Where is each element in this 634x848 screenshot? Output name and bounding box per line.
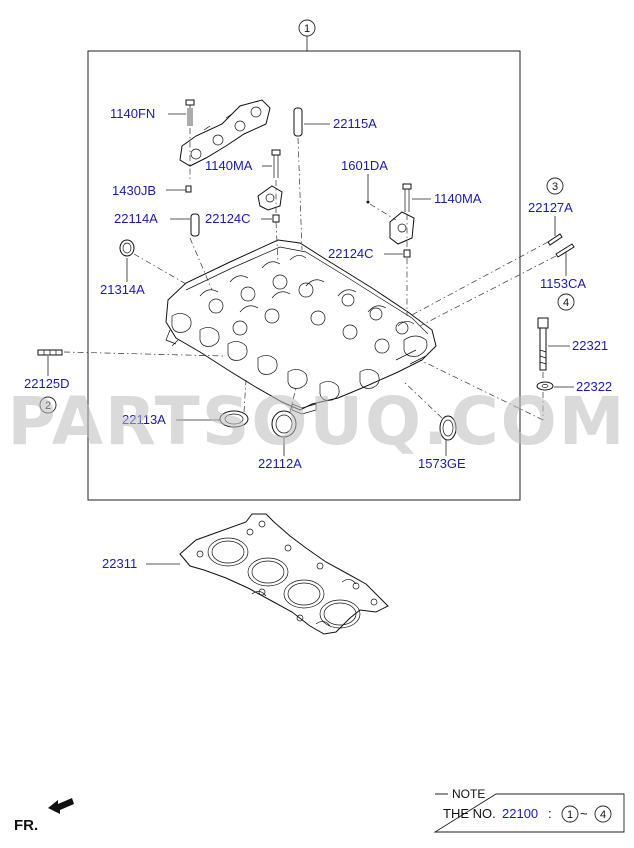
callout-2[interactable]: 2 bbox=[39, 396, 57, 414]
label-22311[interactable]: 22311 bbox=[102, 556, 137, 571]
cylinder-head[interactable] bbox=[165, 239, 437, 415]
seal-22113a[interactable] bbox=[219, 410, 249, 428]
note-title: NOTE bbox=[452, 787, 485, 801]
label-22112a[interactable]: 22112A bbox=[258, 456, 302, 471]
label-1140fn[interactable]: 1140FN bbox=[110, 106, 155, 121]
note-from: 1 bbox=[567, 809, 573, 821]
bolt-1140fn[interactable] bbox=[185, 99, 195, 126]
note-number: 22100 bbox=[502, 806, 538, 821]
pin-1153ca[interactable] bbox=[555, 243, 575, 258]
note-colon: : bbox=[548, 806, 552, 821]
label-1573ge[interactable]: 1573GE bbox=[418, 456, 466, 471]
head-gasket-22311[interactable] bbox=[179, 513, 389, 635]
cap-22124c-upper[interactable] bbox=[257, 185, 283, 211]
label-22125d[interactable]: 22125D bbox=[24, 376, 70, 391]
pin-22115a[interactable] bbox=[293, 107, 303, 137]
label-1140ma-right[interactable]: 1140MA bbox=[434, 191, 482, 206]
label-1140ma-center[interactable]: 1140MA bbox=[205, 158, 253, 173]
label-22321[interactable]: 22321 bbox=[572, 338, 608, 353]
note-callout-from bbox=[561, 805, 579, 823]
head-bolt-22321[interactable] bbox=[537, 317, 549, 371]
pin-22127a[interactable] bbox=[547, 233, 563, 246]
label-1601da[interactable]: 1601DA bbox=[341, 158, 388, 173]
note-callout-to bbox=[594, 805, 612, 823]
seal-22112a[interactable] bbox=[271, 410, 297, 438]
note-tilde: ~ bbox=[580, 806, 588, 821]
front-arrow-icon bbox=[48, 798, 74, 814]
dowel-22124c-upper[interactable] bbox=[272, 214, 280, 223]
label-21314a[interactable]: 21314A bbox=[100, 282, 145, 297]
plug-1573ge[interactable] bbox=[439, 415, 457, 441]
assembly-frame bbox=[87, 50, 521, 501]
svg-text:2: 2 bbox=[45, 400, 51, 412]
callout-4[interactable]: 4 bbox=[557, 293, 575, 311]
label-22322[interactable]: 22322 bbox=[576, 379, 612, 394]
label-22124c-upper[interactable]: 22124C bbox=[205, 211, 251, 226]
watermark: PARTSOUQ.COM bbox=[8, 383, 627, 460]
bolt-1140ma-right[interactable] bbox=[402, 183, 412, 212]
callout-3[interactable]: 3 bbox=[546, 177, 564, 195]
front-direction: FR. bbox=[14, 798, 74, 834]
svg-text:1: 1 bbox=[304, 23, 310, 35]
plug-21314a[interactable] bbox=[119, 239, 135, 257]
washer-22322[interactable] bbox=[536, 381, 554, 391]
note-box: NOTE THE NO. 22100 : 1 ~ 4 bbox=[433, 787, 625, 833]
note-text: THE NO. bbox=[443, 806, 496, 821]
label-22115a[interactable]: 22115A bbox=[333, 116, 377, 131]
stud-22125d[interactable] bbox=[37, 349, 63, 356]
assembly-lines bbox=[63, 128, 557, 421]
cap-1601da[interactable] bbox=[389, 211, 415, 245]
callout-1[interactable]: 1 bbox=[298, 19, 316, 37]
label-1153ca[interactable]: 1153CA bbox=[540, 276, 586, 291]
camshaft-bearing-cap[interactable] bbox=[179, 99, 271, 167]
bolt-1140ma-center[interactable] bbox=[271, 149, 281, 178]
label-22114a[interactable]: 22114A bbox=[114, 211, 158, 226]
sleeve-22114a[interactable] bbox=[190, 213, 200, 237]
svg-text:3: 3 bbox=[552, 181, 558, 193]
label-1430jb[interactable]: 1430JB bbox=[112, 183, 156, 198]
label-22113a[interactable]: 22113A bbox=[122, 412, 166, 427]
svg-text:4: 4 bbox=[563, 297, 569, 309]
dowel-22124c-lower[interactable] bbox=[403, 249, 411, 258]
dowel-1430jb[interactable] bbox=[185, 185, 192, 193]
label-22127a[interactable]: 22127A bbox=[528, 200, 573, 215]
label-22124c-lower[interactable]: 22124C bbox=[328, 246, 374, 261]
note-to: 4 bbox=[600, 809, 606, 821]
front-label: FR. bbox=[14, 817, 38, 834]
